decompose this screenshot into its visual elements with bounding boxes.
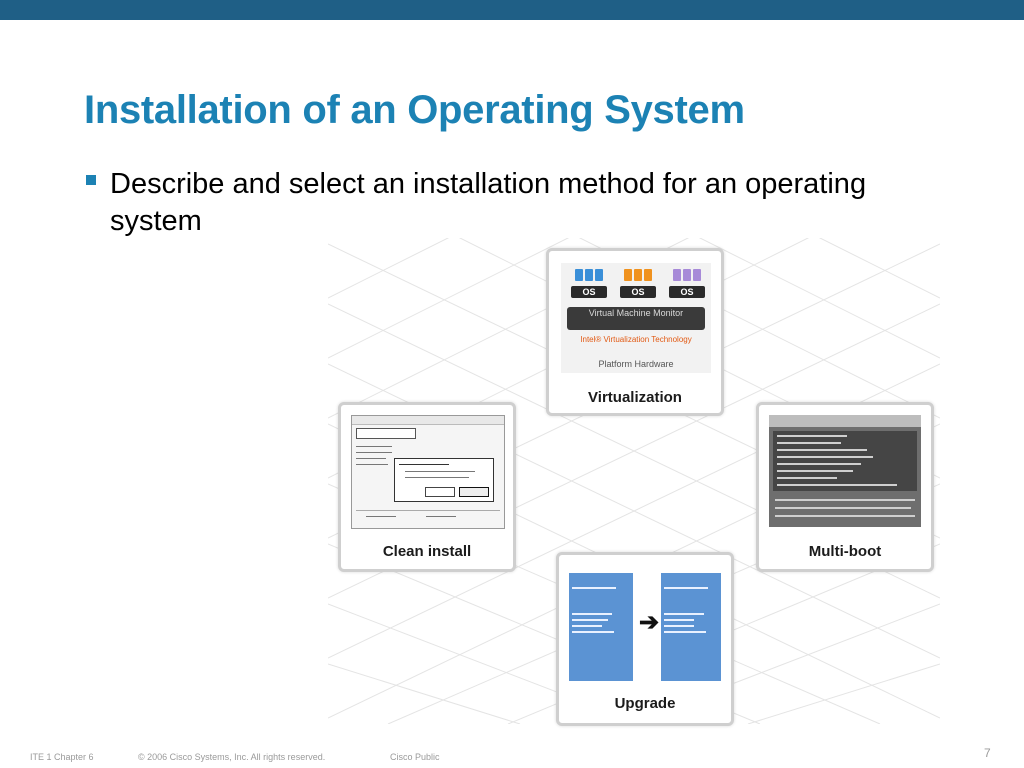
- dialog-illustration: [394, 458, 494, 502]
- boot-menu-list: [773, 431, 917, 491]
- upgrade-illustration: ➔: [569, 573, 721, 681]
- footer-copyright: © 2006 Cisco Systems, Inc. All rights re…: [138, 752, 325, 762]
- installation-methods-diagram: OS OS OS Virtual Machine Monitor Intel® …: [328, 238, 940, 724]
- vm-stack: OS: [618, 269, 658, 298]
- multi-boot-caption: Multi-boot: [759, 543, 931, 560]
- footer-classification: Cisco Public: [390, 752, 440, 762]
- proposed-configuration-panel: [661, 573, 721, 681]
- top-bar: [0, 0, 1024, 20]
- virtualization-caption: Virtualization: [549, 389, 721, 406]
- os-label: OS: [669, 286, 705, 298]
- os-label: OS: [571, 286, 607, 298]
- bullet-square-icon: [86, 175, 96, 185]
- arrow-right-icon: ➔: [639, 611, 659, 635]
- page-number: 7: [984, 746, 991, 760]
- virtualization-illustration: OS OS OS Virtual Machine Monitor Intel® …: [561, 263, 711, 373]
- platform-hardware-label: Platform Hardware: [561, 359, 711, 369]
- footer-chapter: ITE 1 Chapter 6: [30, 752, 94, 762]
- vmm-label: Virtual Machine Monitor: [567, 307, 705, 330]
- intel-vt-label: Intel® Virtualization Technology: [561, 335, 711, 345]
- upgrade-caption: Upgrade: [559, 695, 731, 712]
- multi-boot-card: Multi-boot: [756, 402, 934, 572]
- current-configuration-panel: [569, 573, 633, 681]
- dialog-ok-shape: [459, 487, 489, 497]
- bullet-text: Describe and select an installation meth…: [110, 166, 870, 240]
- clean-install-caption: Clean install: [341, 543, 513, 560]
- vm-stack: OS: [667, 269, 707, 298]
- clean-install-screenshot: [351, 415, 505, 529]
- dropdown-illustration: [356, 428, 416, 439]
- upgrade-card: ➔ Upgrade: [556, 552, 734, 726]
- dialog-cancel-shape: [425, 487, 455, 497]
- vm-stack: OS: [569, 269, 609, 298]
- boot-menu-header: [769, 415, 921, 427]
- os-label: OS: [620, 286, 656, 298]
- multi-boot-screenshot: [769, 415, 921, 527]
- slide-title: Installation of an Operating System: [84, 88, 745, 133]
- window-titlebar: [352, 416, 504, 425]
- clean-install-card: Clean install: [338, 402, 516, 572]
- virtualization-card: OS OS OS Virtual Machine Monitor Intel® …: [546, 248, 724, 416]
